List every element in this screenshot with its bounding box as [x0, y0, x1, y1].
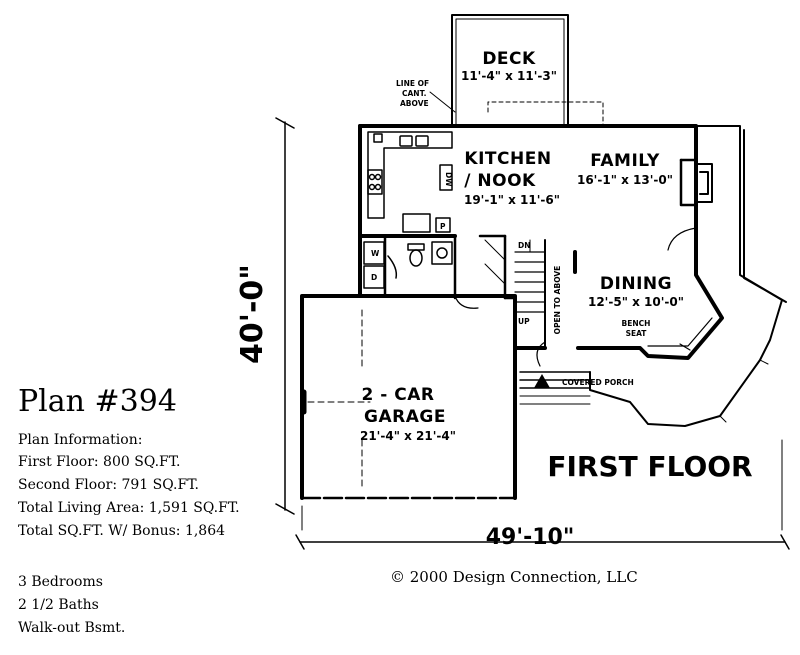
family-dimensions: 16'-1" x 13'-0": [577, 173, 673, 187]
dining-dimensions: 12'-5" x 10'-0": [588, 295, 684, 309]
door-swings: [454, 227, 697, 367]
kitchen-label-line2: / NOOK: [464, 171, 536, 191]
entry-arrow-icon: [534, 374, 550, 388]
plan-info-heading: Plan Information:: [18, 432, 143, 448]
cant-note-line1: LINE OF: [396, 79, 429, 88]
dishwasher-label: DW: [444, 172, 453, 187]
garage-dimensions: 21'-4" x 21'-4": [360, 429, 456, 443]
family-label: FAMILY: [590, 151, 660, 171]
floor-label: FIRST FLOOR: [547, 450, 752, 483]
pantry-label: P: [440, 222, 446, 231]
laundry-bath-fixtures: [363, 241, 453, 289]
kitchen-cabinets: [367, 131, 453, 233]
cant-note-line3: ABOVE: [400, 99, 429, 108]
deck: [429, 14, 604, 127]
plan-title: Plan #394: [18, 384, 177, 419]
cant-note-line2: CANT.: [402, 89, 427, 98]
stairs: [484, 239, 546, 349]
wraparound-porch: [519, 125, 787, 427]
garage-walls: [300, 294, 517, 500]
first-floor-area: First Floor: 800 SQ.FT.: [18, 454, 181, 470]
bench-note-line1: BENCH: [622, 319, 651, 328]
garage-label-line2: GARAGE: [364, 407, 446, 427]
deck-label: DECK: [482, 49, 536, 69]
washer-label: W: [371, 249, 380, 258]
deck-dimensions: 11'-4" x 11'-3": [461, 69, 557, 83]
dining-label: DINING: [600, 274, 672, 294]
total-living-area: Total Living Area: 1,591 SQ.FT.: [18, 500, 240, 516]
fireplace: [695, 163, 713, 203]
exterior-walls: [358, 124, 724, 368]
stair-up-label: UP: [518, 317, 530, 326]
bedrooms-count: 3 Bedrooms: [18, 574, 103, 590]
total-with-bonus: Total SQ.FT. W/ Bonus: 1,864: [18, 523, 226, 539]
bench-seat: [647, 317, 713, 351]
covered-porch-label: COVERED PORCH: [562, 378, 634, 387]
open-to-above-label: OPEN TO ABOVE: [553, 266, 562, 335]
garage-label-line1: 2 - CAR: [362, 385, 435, 405]
depth-dimension-line: [275, 117, 295, 515]
kitchen-label-line1: KITCHEN: [464, 149, 551, 169]
basement-type: Walk-out Bsmt.: [18, 620, 126, 636]
stair-down-label: DN: [518, 241, 531, 250]
width-dimension-label: 49'-10": [486, 525, 575, 550]
dryer-label: D: [371, 273, 377, 282]
copyright-notice: © 2000 Design Connection, LLC: [390, 568, 638, 586]
depth-dimension-label: 40'-0": [235, 264, 270, 364]
width-dimension-line: [295, 439, 790, 550]
second-floor-area: Second Floor: 791 SQ.FT.: [18, 477, 199, 493]
baths-count: 2 1/2 Baths: [18, 597, 99, 613]
bench-note-line2: SEAT: [626, 329, 648, 338]
kitchen-dimensions: 19'-1" x 11'-6": [464, 193, 560, 207]
